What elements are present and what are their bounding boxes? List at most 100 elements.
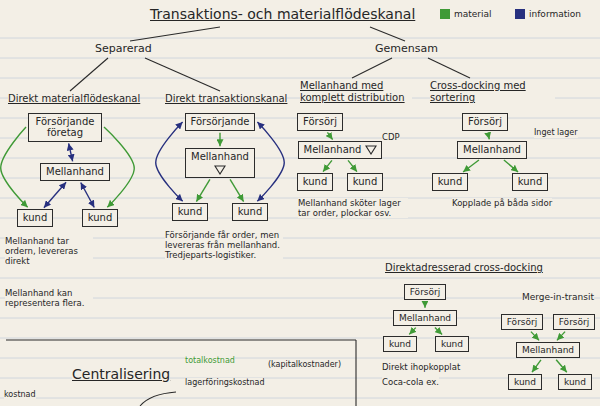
ruled-line xyxy=(0,58,600,59)
box-text: kund xyxy=(238,206,263,218)
box-text: kund xyxy=(389,339,411,349)
process-box: Försörjande företag xyxy=(28,113,102,142)
box-text: Mellanhand xyxy=(399,313,451,323)
process-box: Försörj xyxy=(297,113,343,131)
process-box: Mellanhand xyxy=(457,141,527,159)
process-box: kund xyxy=(508,374,542,390)
flow-arrow xyxy=(257,122,284,201)
flow-arrow xyxy=(219,133,220,147)
note-text: Cross-docking med sortering xyxy=(430,80,555,104)
box-text: kund xyxy=(564,377,586,387)
process-box: kund xyxy=(172,203,209,221)
box-text: Mellanhand xyxy=(191,151,249,163)
divider-line xyxy=(6,339,356,340)
box-text: Försörj xyxy=(507,317,537,327)
note-text: Separerad xyxy=(95,42,152,55)
flow-arrow xyxy=(424,302,425,308)
flow-arrow xyxy=(81,183,95,208)
legend-item: information xyxy=(515,8,581,20)
note-text: CDP xyxy=(382,132,400,142)
note-text: Direkt transaktionskanal xyxy=(165,93,287,105)
box-text: kund xyxy=(303,176,328,188)
legend-swatch xyxy=(440,9,450,19)
flow-arrow xyxy=(532,360,541,372)
flow-arrow xyxy=(156,122,183,201)
stock-triangle-shape xyxy=(366,146,376,154)
box-text: Mellanhand xyxy=(522,345,574,355)
process-box: kund xyxy=(297,173,334,191)
note-text: kostnad xyxy=(4,390,36,400)
process-box: kund xyxy=(383,336,417,352)
box-text: Försörjande företag xyxy=(34,116,96,139)
process-box: kund xyxy=(17,209,54,227)
divider-line xyxy=(355,340,356,406)
flow-arrow xyxy=(435,328,442,335)
note-text: Merge-in-transit xyxy=(522,292,594,303)
box-text: Försörj xyxy=(303,116,337,128)
legend-text: information xyxy=(529,8,581,20)
note-text: totalkostnad xyxy=(185,356,235,366)
box-text: Mellanhand xyxy=(304,144,362,156)
box-text: kund xyxy=(88,212,113,224)
box-text: kund xyxy=(438,176,463,188)
note-text: Centralisering xyxy=(72,366,170,383)
process-box: kund xyxy=(347,173,384,191)
note-text: Direktadresserad cross-docking xyxy=(385,262,543,274)
note-text: Kopplade på båda sidor xyxy=(452,198,552,208)
box-text: kund xyxy=(514,377,536,387)
flow-arrow xyxy=(409,328,416,335)
branch-line xyxy=(145,58,220,91)
box-text: kund xyxy=(178,206,203,218)
process-box: kund xyxy=(558,374,592,390)
cost-curve xyxy=(140,392,176,406)
flow-arrow xyxy=(323,160,332,171)
ruled-line xyxy=(0,78,600,79)
flow-arrow xyxy=(44,182,66,207)
branch-line xyxy=(370,27,405,41)
box-text: Försörjande xyxy=(191,116,250,128)
ruled-line xyxy=(0,38,600,39)
note-text: lagerföringskostnad xyxy=(185,378,265,388)
box-text: kund xyxy=(441,339,463,349)
ruled-line xyxy=(0,338,600,339)
note-text: Inget lager xyxy=(534,128,578,138)
flow-arrow xyxy=(463,160,479,172)
process-box: Försörj xyxy=(501,314,543,330)
note-text: Försörjande får order, men levereras frå… xyxy=(165,230,283,261)
flow-arrow xyxy=(1,127,28,207)
note-text: Coca-cola ex. xyxy=(382,377,439,387)
stock-triangle xyxy=(365,145,377,155)
note-text: Mellanhand sköter lager tar order, plock… xyxy=(298,198,408,218)
box-text: Försörj xyxy=(559,317,589,327)
box-text: Mellanhand xyxy=(46,166,104,178)
flow-arrow xyxy=(348,160,357,171)
note-text: Direkt materialflödeskanal xyxy=(8,93,140,105)
note-text: Mellanhand tar ordern, levereras direkt xyxy=(5,236,93,267)
process-box: Försörj xyxy=(404,284,446,300)
process-box: Mellanhand xyxy=(298,141,383,159)
flow-arrow xyxy=(557,332,565,341)
branch-line xyxy=(70,58,108,91)
process-box: kund xyxy=(512,173,549,191)
flow-arrow xyxy=(556,360,567,373)
box-text: Mellanhand xyxy=(463,144,521,156)
box-text: Försörj xyxy=(410,287,440,297)
box-text: kund xyxy=(518,176,543,188)
flow-arrow xyxy=(230,179,244,201)
process-box: Försörj xyxy=(462,113,508,131)
ruled-line xyxy=(0,358,600,359)
legend-swatch xyxy=(515,9,525,19)
process-box: Mellanhand xyxy=(393,310,457,326)
box-text: kund xyxy=(353,176,378,188)
branch-line xyxy=(352,58,392,78)
legend-item: material xyxy=(440,8,492,20)
note-text: (kapitalkostnader) xyxy=(268,360,341,370)
process-box: kund xyxy=(432,173,469,191)
note-text: Direkt ihopkopplat xyxy=(382,362,460,372)
box-text: Försörj xyxy=(468,116,502,128)
ruled-line xyxy=(0,278,600,279)
legend-text: material xyxy=(454,8,492,20)
branch-line xyxy=(130,27,220,41)
process-box: kund xyxy=(435,336,469,352)
